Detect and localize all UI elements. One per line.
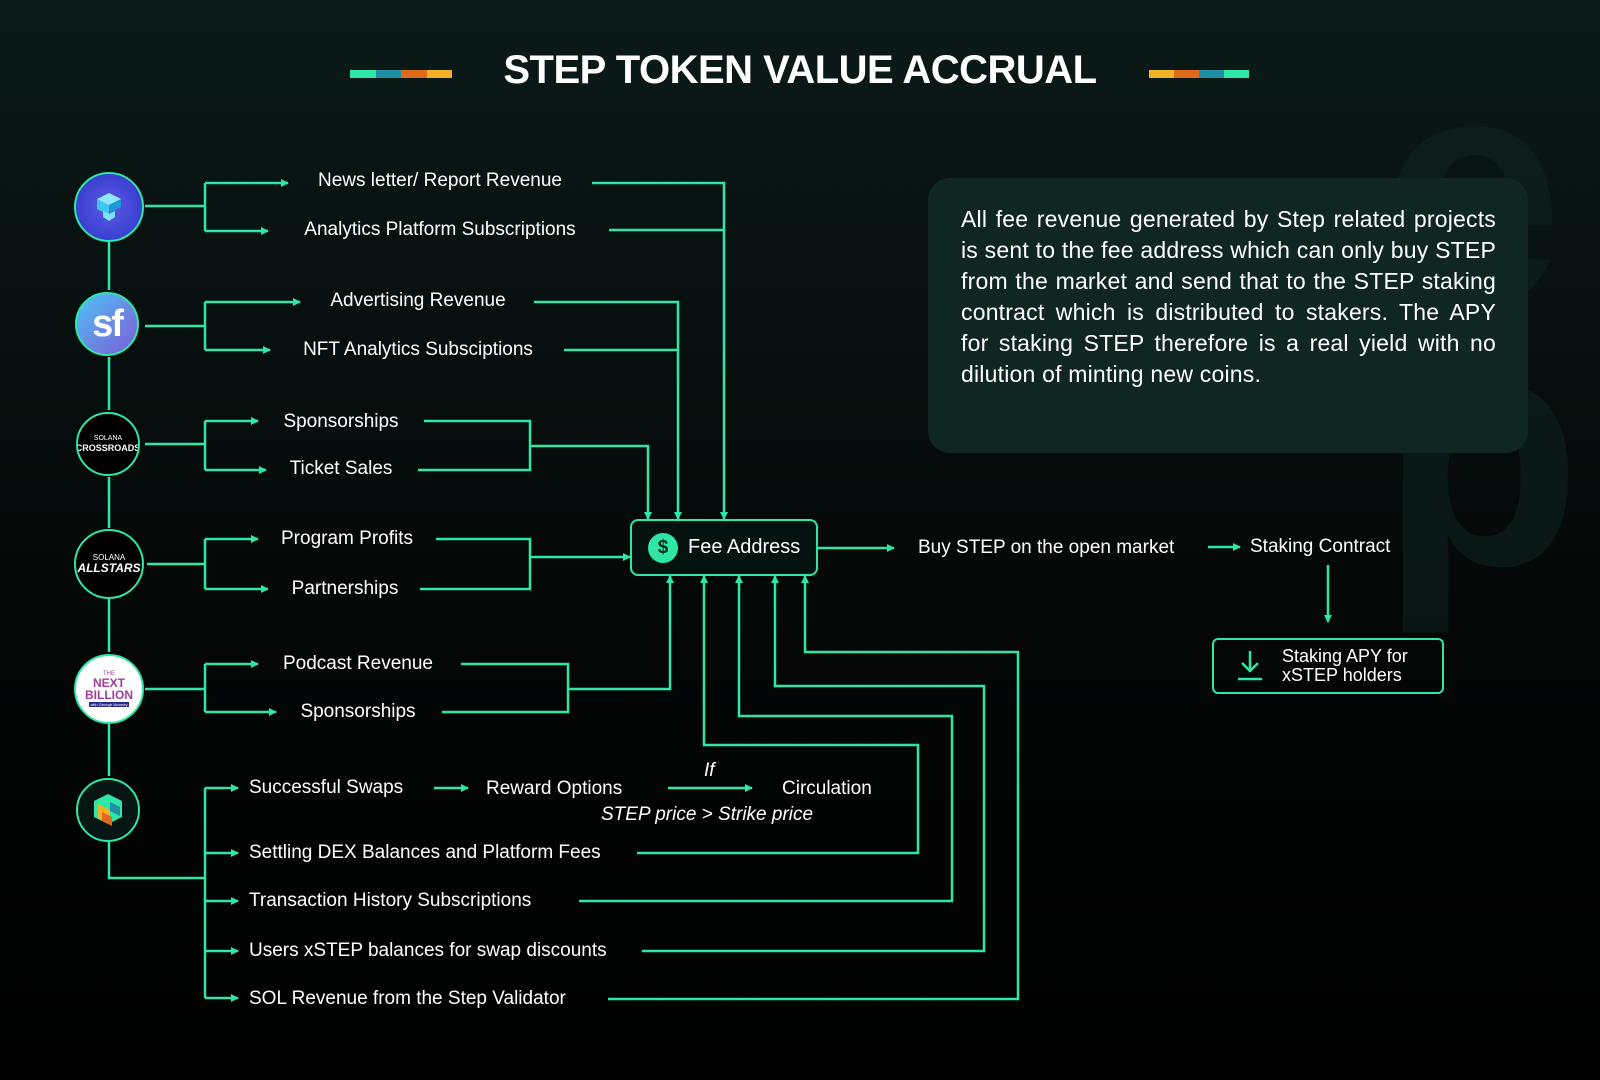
description-text: All fee revenue generated by Step relate…	[961, 206, 1496, 387]
stripe-segment	[350, 70, 376, 78]
title-stripe-right	[1149, 70, 1249, 78]
allstars-small-text: SOLANA	[92, 553, 126, 562]
stripe-segment	[1224, 70, 1249, 78]
nft-analytics-label: NFT Analytics Subsciptions	[303, 339, 533, 360]
crossroads-small-text: SOLANA	[93, 435, 123, 442]
reward-options-label: Reward Options	[486, 778, 623, 799]
sponsorships-crossroads-label: Sponsorships	[283, 411, 399, 432]
fee-address-box: $ Fee Address	[630, 519, 818, 576]
analytics-subscriptions-label: Analytics Platform Subscriptions	[304, 219, 576, 240]
staking-apy-label: Staking APY for xSTEP holders	[1282, 646, 1408, 685]
sponsorships-podcast-label: Sponsorships	[300, 701, 416, 722]
allstars-big-text: ALLSTARS	[77, 561, 141, 575]
strike-price-condition: STEP price > Strike price	[601, 804, 814, 825]
fee-address-label: Fee Address	[688, 536, 801, 558]
stripe-segment	[1149, 70, 1174, 78]
circulation-label: Circulation	[782, 778, 872, 799]
stripe-segment	[375, 70, 401, 78]
next-billion-logo: THE NEXT BILLION with George Mooney	[74, 654, 144, 724]
settling-dex-label: Settling DEX Balances and Platform Fees	[249, 842, 601, 863]
step-dex-logo	[76, 778, 140, 842]
staking-contract-label: Staking Contract	[1250, 536, 1391, 557]
title-stripe-left	[350, 70, 452, 78]
newsletter-revenue-label: News letter/ Report Revenue	[318, 170, 562, 191]
transaction-history-label: Transaction History Subscriptions	[249, 890, 532, 911]
ticket-sales-label: Ticket Sales	[289, 458, 393, 479]
solanafloor-logo-text: sf	[92, 302, 124, 345]
stripe-segment	[401, 70, 427, 78]
step-cube-icon	[97, 193, 121, 221]
next-billion-line3: BILLION	[85, 688, 133, 702]
next-billion-line1: THE	[103, 671, 115, 677]
if-condition-label: If	[704, 760, 715, 781]
partnerships-label: Partnerships	[291, 578, 399, 599]
solanafloor-logo: sf	[75, 292, 139, 356]
podcast-revenue-label: Podcast Revenue	[283, 653, 433, 674]
staking-apy-box: Staking APY for xSTEP holders	[1212, 638, 1444, 694]
page-title: STEP TOKEN VALUE ACCRUAL	[503, 48, 1097, 92]
solana-crossroads-logo: SOLANA CROSSROADS	[76, 412, 140, 476]
buy-step-label: Buy STEP on the open market	[918, 537, 1175, 558]
successful-swaps-label: Successful Swaps	[249, 777, 404, 798]
download-icon	[1238, 651, 1262, 681]
next-billion-line2: NEXT	[92, 676, 125, 690]
program-profits-label: Program Profits	[281, 528, 413, 549]
dollar-icon: $	[648, 532, 678, 563]
crossroads-big-text: CROSSROADS	[76, 443, 140, 453]
description-panel: All fee revenue generated by Step relate…	[928, 178, 1528, 453]
next-billion-sub: with George Mooney	[88, 702, 130, 707]
stripe-segment	[1199, 70, 1224, 78]
stripe-segment	[426, 70, 452, 78]
dex-cube-icon	[94, 794, 122, 826]
xstep-balances-label: Users xSTEP balances for swap discounts	[249, 940, 607, 961]
step-finance-logo	[74, 172, 144, 242]
advertising-revenue-label: Advertising Revenue	[330, 290, 506, 311]
stripe-segment	[1174, 70, 1199, 78]
solana-allstars-logo: SOLANA ALLSTARS	[74, 529, 144, 599]
sol-validator-revenue-label: SOL Revenue from the Step Validator	[249, 988, 566, 1009]
